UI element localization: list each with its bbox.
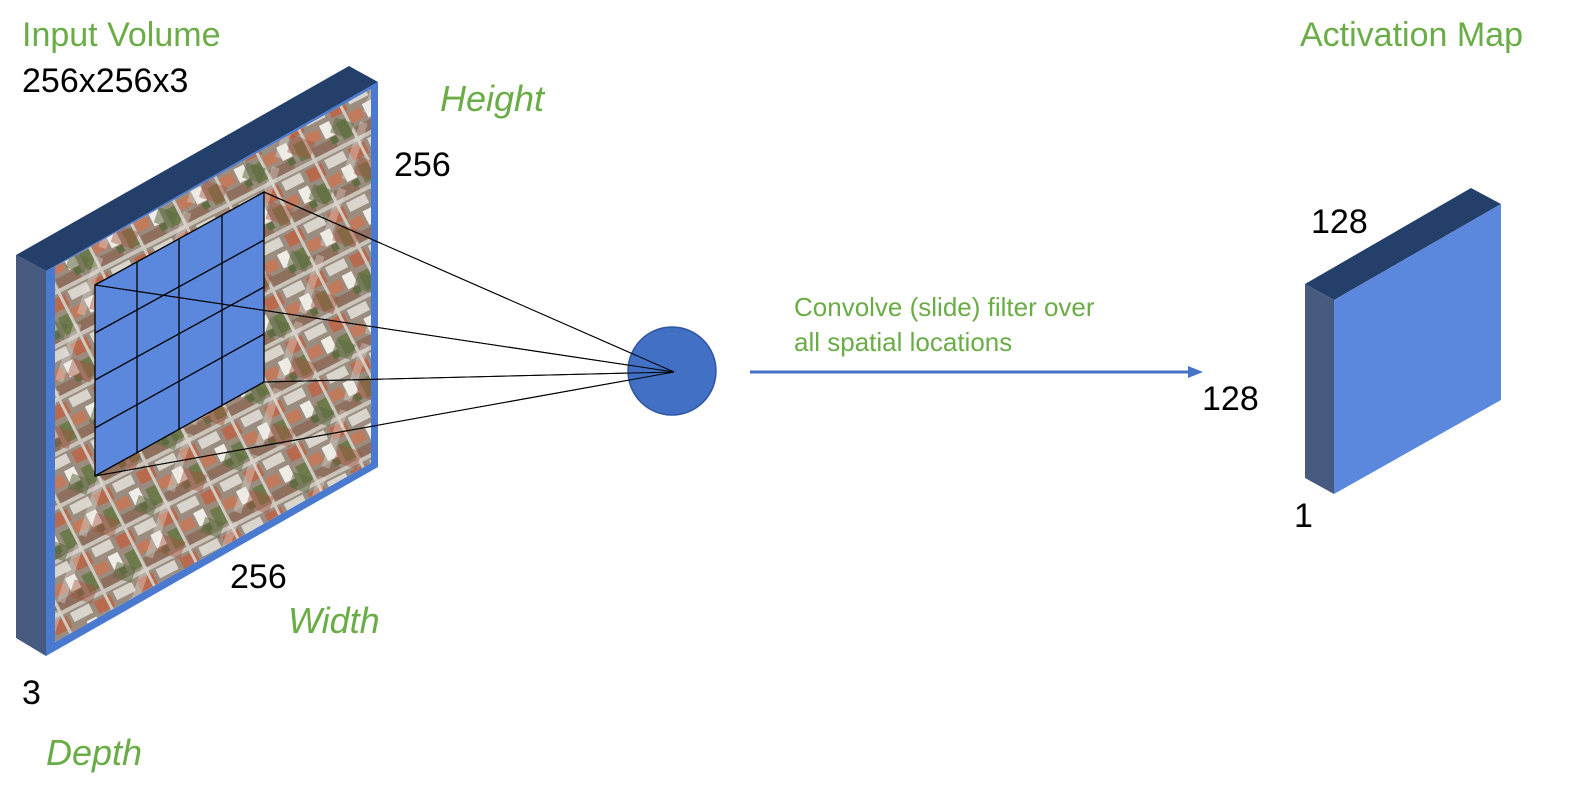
activation-map-top-value: 128 — [1311, 203, 1368, 241]
activation-map-depth-value: 1 — [1294, 497, 1313, 535]
input-volume-dims: 256x256x3 — [22, 62, 189, 100]
convolve-arrow — [750, 366, 1203, 378]
operation-text-line2: all spatial locations — [794, 327, 1013, 357]
activation-map-front-face — [1334, 204, 1501, 494]
depth-value: 3 — [22, 674, 41, 712]
activation-map-title: Activation Map — [1300, 16, 1523, 54]
input-volume-title: Input Volume — [22, 16, 221, 54]
operation-text-line1: Convolve (slide) filter over — [794, 292, 1095, 322]
filter-grid — [94, 190, 265, 478]
input-volume-top-face — [16, 66, 378, 271]
width-label: Width — [288, 600, 380, 641]
width-value: 256 — [230, 558, 287, 596]
activation-map-side-value: 128 — [1202, 380, 1259, 418]
activation-map-top-face — [1305, 188, 1501, 300]
height-value: 256 — [394, 146, 451, 184]
height-label: Height — [440, 78, 545, 119]
activation-map-volume — [1305, 188, 1501, 494]
activation-map-side-face — [1305, 284, 1334, 494]
depth-label: Depth — [46, 732, 143, 773]
input-volume-side-face — [16, 255, 46, 656]
